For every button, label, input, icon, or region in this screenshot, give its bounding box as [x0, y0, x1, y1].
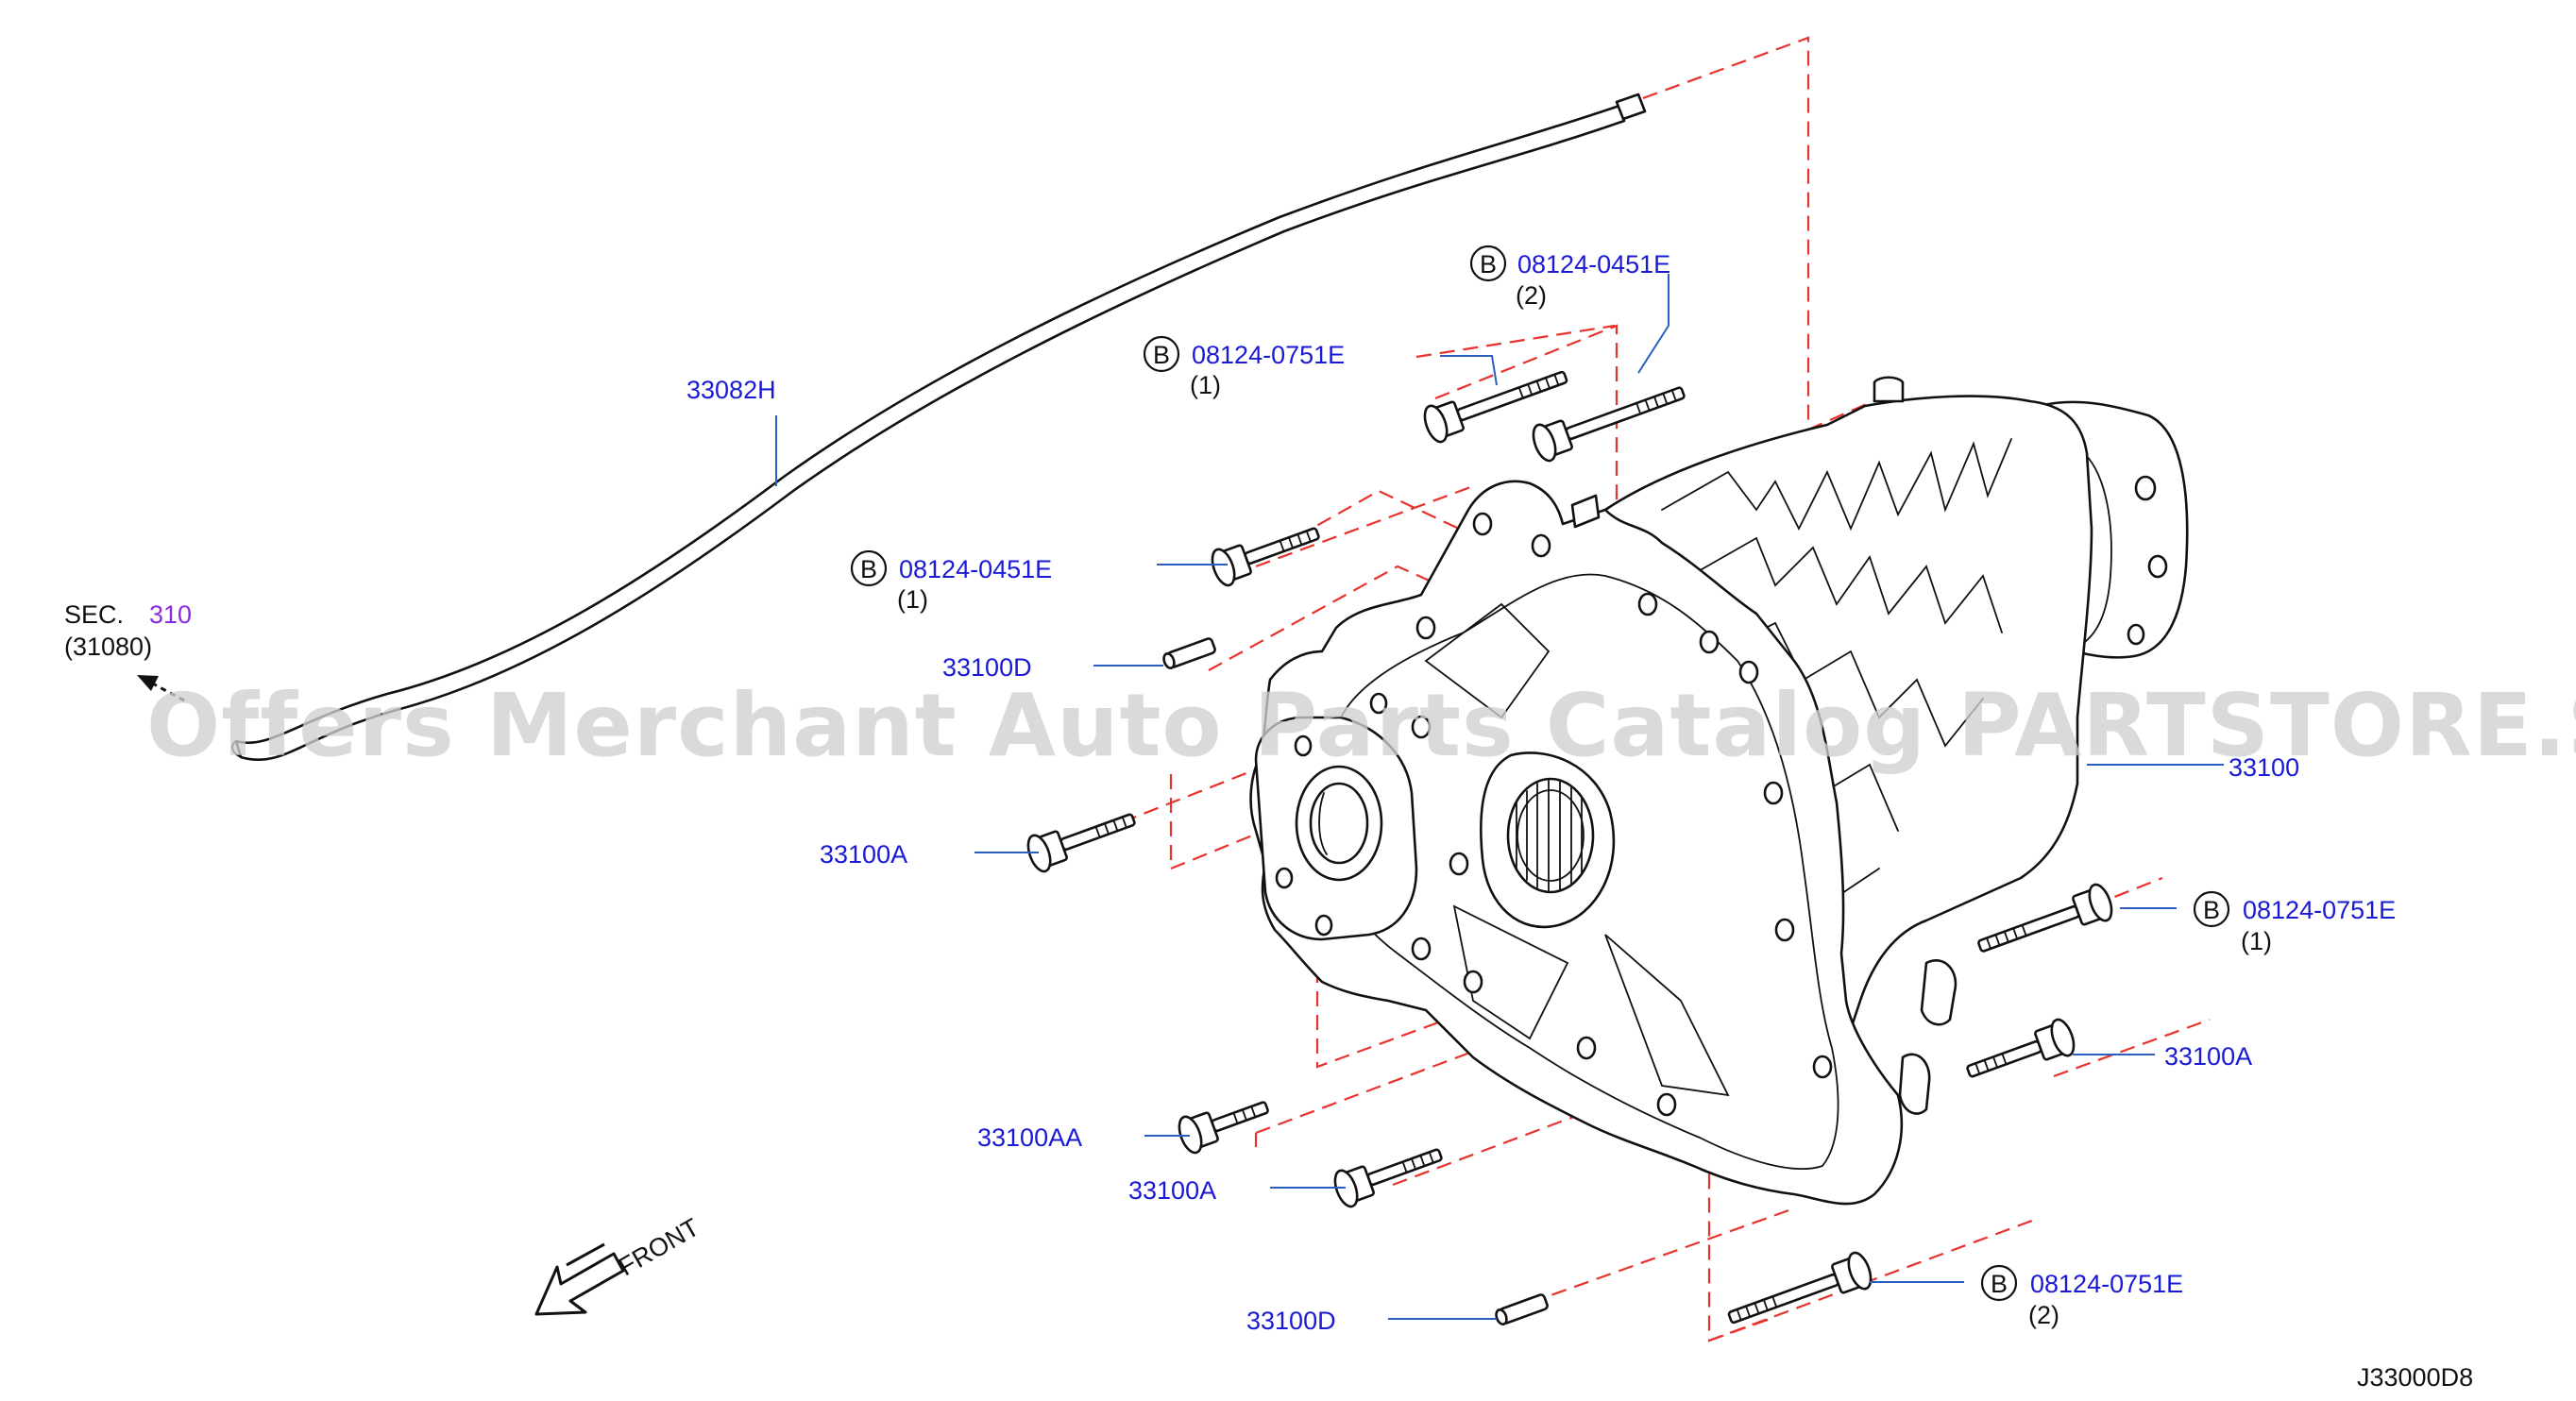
qty-bolt-right-upper: (1) [2241, 927, 2272, 955]
marker-b-circle [1469, 245, 1507, 282]
qty-bolt-bottom-right: (2) [2028, 1301, 2059, 1329]
bolt-lower-a[interactable] [1330, 1137, 1447, 1209]
label-bolt-left-mid[interactable]: 33100A [820, 840, 907, 869]
label-bolt-top-left[interactable]: 08124-0751E [1192, 341, 1345, 369]
marker-b-circle [2193, 890, 2230, 928]
bolt-top-left[interactable] [1420, 359, 1571, 445]
marker-b-circle [1980, 1264, 2018, 1302]
label-33082h[interactable]: 33082H [686, 376, 776, 404]
label-bolt-right-mid[interactable]: 33100A [2164, 1042, 2252, 1071]
watermark: Offers Merchant Auto Parts Catalog PARTS… [146, 675, 2576, 776]
qty-bolt-left-upper: (1) [897, 585, 928, 614]
label-bolt-top-right[interactable]: 08124-0451E [1517, 250, 1670, 279]
bolt-left-mid[interactable] [1024, 802, 1140, 874]
qty-bolt-top-right: (2) [1516, 281, 1547, 310]
label-bolt-right-upper[interactable]: 08124-0751E [2243, 896, 2396, 924]
label-bolt-bottom-right[interactable]: 08124-0751E [2030, 1270, 2183, 1298]
bolt-aa[interactable] [1175, 1089, 1273, 1156]
bolt-right-mid[interactable] [1962, 1017, 2078, 1089]
marker-b-circle [850, 549, 888, 587]
marker-b: B [1153, 341, 1170, 369]
dowel-upper[interactable] [1162, 637, 1216, 670]
bolt-left-upper[interactable] [1208, 515, 1324, 588]
marker-b: B [1480, 250, 1497, 279]
figure-id: J33000D8 [2357, 1363, 2473, 1392]
qty-bolt-top-left: (1) [1190, 371, 1221, 399]
section-sub: (31080) [64, 633, 152, 661]
marker-b: B [1991, 1270, 2008, 1298]
transfer-case-33100[interactable] [1249, 376, 2189, 1206]
front-label: FRONT [614, 1213, 704, 1281]
label-dowel-upper[interactable]: 33100D [942, 653, 1032, 682]
bolt-top-right[interactable] [1529, 375, 1689, 464]
dowel-lower[interactable] [1495, 1293, 1549, 1326]
flange-bolt-holes [1275, 512, 1833, 1117]
section-arrow-icon [137, 675, 185, 702]
bolt-right-upper[interactable] [1974, 882, 2116, 965]
section-number[interactable]: 310 [149, 600, 192, 629]
label-33100[interactable]: 33100 [2229, 753, 2299, 782]
callouts: 33082H 33100 B 08124-0451E (2) B 08124-0… [686, 245, 2396, 1335]
label-bolt-lower-a[interactable]: 33100A [1128, 1176, 1216, 1205]
tube-33082h[interactable] [231, 93, 1647, 762]
marker-b: B [2203, 896, 2220, 924]
leader-lines [775, 274, 2224, 1320]
marker-b-circle [1143, 335, 1180, 373]
section-reference[interactable]: SEC. 310 (31080) [64, 600, 192, 702]
section-prefix: SEC. [64, 600, 124, 629]
label-dowel-lower[interactable]: 33100D [1246, 1307, 1336, 1335]
marker-b: B [860, 555, 877, 583]
bolt-bottom-right[interactable] [1723, 1250, 1874, 1336]
label-bolt-left-upper[interactable]: 08124-0451E [899, 555, 1052, 583]
front-arrow-icon [534, 1242, 625, 1316]
label-bolt-aa[interactable]: 33100AA [977, 1123, 1082, 1152]
